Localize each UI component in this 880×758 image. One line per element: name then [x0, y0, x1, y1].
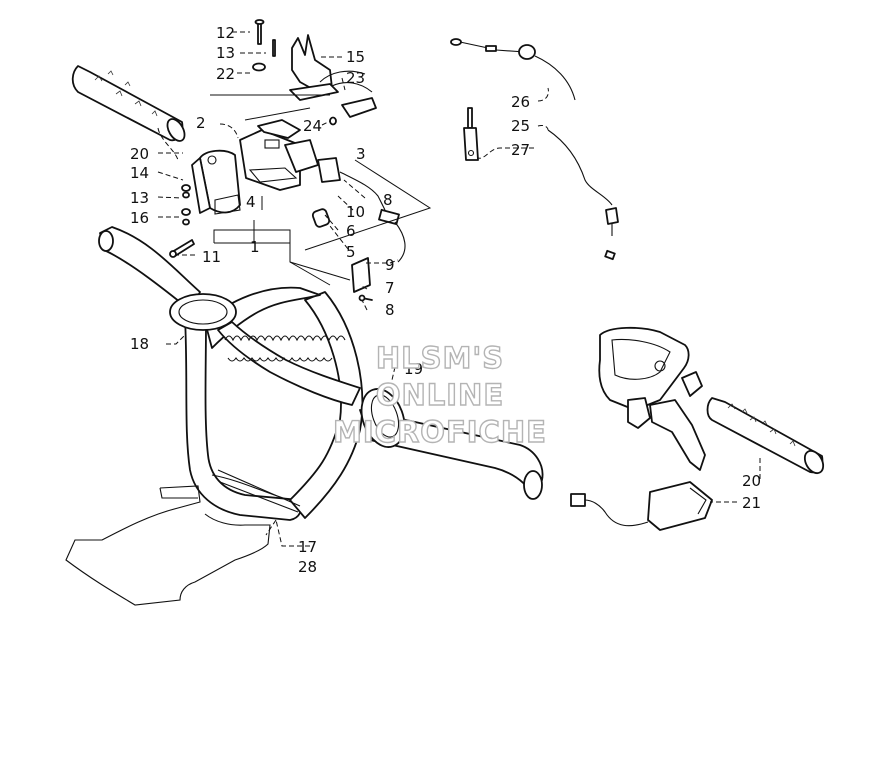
callout-28: 28 [298, 558, 317, 576]
callout-6: 6 [346, 222, 356, 240]
callout-26: 26 [511, 93, 530, 111]
callout-13-left: 13 [130, 189, 149, 207]
callout-4: 4 [246, 193, 256, 211]
handlebar-mat-part [65, 485, 271, 606]
callout-8-lower: 8 [385, 301, 395, 319]
callout-16: 16 [130, 209, 149, 227]
collar-18-part [169, 293, 237, 331]
screw-11-part [169, 239, 195, 258]
callout-8-upper: 8 [383, 191, 393, 209]
nut-24-part [329, 116, 337, 126]
pin-13-part [272, 39, 276, 57]
callout-5: 5 [346, 243, 356, 261]
callout-18: 18 [130, 335, 149, 353]
callout-20-left: 20 [130, 145, 149, 163]
callout-9: 9 [385, 256, 395, 274]
watermark-line-2: ONLINE [376, 378, 504, 412]
callout-23: 23 [346, 69, 365, 87]
throttle-lever-15-part [289, 34, 339, 101]
callout-3: 3 [356, 145, 366, 163]
throttle-cable-26-part [450, 38, 576, 101]
watermark-line-3: MICROFICHE [333, 415, 547, 449]
watermark: HLSM'S ONLINE MICROFICHE [332, 340, 547, 449]
callout-7: 7 [385, 279, 395, 297]
right-grip-part [706, 397, 825, 475]
callout-11: 11 [202, 248, 221, 266]
watermark-line-1: HLSM'S [376, 341, 504, 375]
left-grip-part [71, 65, 186, 142]
switch-housing-left-part [191, 149, 241, 215]
handlebar-pad-part [211, 321, 361, 513]
washer-14-part [181, 184, 191, 226]
screw-8-part [358, 294, 373, 302]
callout-1: 1 [250, 238, 260, 256]
switch-housing-right-part [239, 119, 301, 191]
bracket-7-part [351, 257, 371, 293]
callout-labels: 12 13 22 15 23 24 2 20 14 13 16 11 4 1 3… [130, 24, 761, 576]
callout-24: 24 [303, 117, 322, 135]
callout-2: 2 [196, 114, 206, 132]
grip-heater-21-part [570, 481, 713, 531]
spring-6-part [311, 208, 331, 228]
callout-12: 12 [216, 24, 235, 42]
callout-27: 27 [511, 141, 530, 159]
collar-19-part [360, 388, 406, 448]
callout-10: 10 [346, 203, 365, 221]
callout-15: 15 [346, 48, 365, 66]
callout-22: 22 [216, 65, 235, 83]
tool-27-part [463, 107, 479, 161]
heater-element-23-part [319, 70, 377, 118]
cable-25-part [547, 129, 619, 261]
group-bracket-lines [210, 94, 432, 286]
callout-13: 13 [216, 44, 235, 62]
callout-14: 14 [130, 164, 149, 182]
screw-12-part [254, 19, 265, 45]
callout-21: 21 [742, 494, 761, 512]
leader-lines [157, 31, 761, 547]
brake-master-cylinder-part [598, 326, 706, 471]
callout-20-right: 20 [742, 472, 761, 490]
washer-22-part [252, 62, 266, 72]
callout-17: 17 [298, 538, 317, 556]
callout-19: 19 [404, 360, 423, 378]
callout-25: 25 [511, 117, 530, 135]
